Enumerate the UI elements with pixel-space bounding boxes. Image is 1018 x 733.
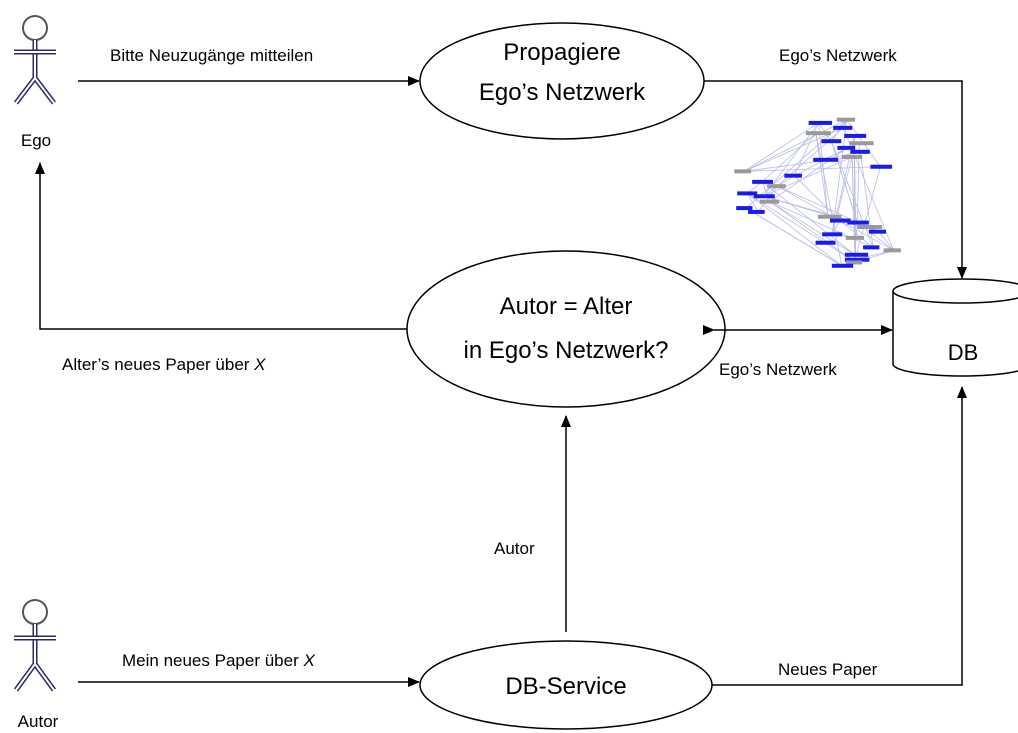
network-graph-edge <box>794 175 841 221</box>
network-graph-node <box>752 179 774 184</box>
ego-actor-icon <box>14 15 56 105</box>
propagate-label-line2: Ego’s Netzwerk <box>478 79 646 106</box>
flow-label-ego-to-propagate: Bitte Neuzugänge mitteilen <box>110 46 314 65</box>
network-graph-node <box>844 252 869 257</box>
propagate-label-line1: Propagiere <box>503 39 621 66</box>
network-graph-edge <box>761 132 817 183</box>
network-graph-image <box>734 117 901 268</box>
flow-label-service-to-db: Neues Paper <box>778 660 878 679</box>
network-graph-edge <box>763 156 853 197</box>
network-graph-node <box>845 260 863 265</box>
network-graph-edge <box>744 122 819 172</box>
network-graph-edge <box>769 201 857 263</box>
flow-label-db-check: Ego’s Netzwerk <box>719 360 837 379</box>
network-graph-node <box>857 224 883 229</box>
network-graph-edge <box>839 220 874 248</box>
flow-label-propagate-to-db: Ego’s Netzwerk <box>779 46 897 65</box>
network-graph-node <box>833 125 853 130</box>
db-label: DB <box>947 340 979 365</box>
flow-label-check-to-ego-var: X <box>254 355 266 374</box>
network-graph-node <box>836 117 856 122</box>
network-graph-edge <box>761 181 856 256</box>
flow-label-autor-to-service: Mein neues Paper über X <box>122 651 315 671</box>
network-graph-node <box>759 199 780 204</box>
network-graph-node <box>844 257 870 262</box>
flow-label-autor-to-service-text: Mein neues Paper über <box>122 651 304 670</box>
flow-label-check-to-ego: Alter’s neues Paper über X <box>62 355 266 375</box>
network-graph-edge <box>746 207 843 267</box>
network-graph-edge <box>815 133 829 217</box>
network-graph-edge <box>744 166 881 172</box>
network-graph-node <box>863 245 880 250</box>
network-graph-node <box>837 145 856 150</box>
flow-label-service-to-check: Autor <box>494 539 535 558</box>
network-graph-node <box>748 209 765 214</box>
network-graph-edge <box>757 185 778 213</box>
flow-propagate-to-db <box>704 80 967 279</box>
network-graph-edge <box>818 122 829 217</box>
network-graph-edge <box>746 193 843 267</box>
network-graph-node <box>822 232 843 237</box>
autor-label: Autor <box>17 712 59 731</box>
network-graph-edge <box>830 141 858 223</box>
check-label-line1: Autor = Alter <box>499 293 633 320</box>
network-graph-node <box>817 214 842 219</box>
network-graph-node <box>870 164 893 169</box>
flow-label-autor-to-service-var: X <box>303 651 315 670</box>
network-graph-node <box>868 229 886 234</box>
network-graph-edge <box>761 181 771 202</box>
network-graph-node <box>815 240 836 245</box>
network-graph-node <box>805 131 831 136</box>
network-graph-node <box>737 191 758 196</box>
network-graph-node <box>784 173 802 178</box>
network-graph-edge <box>854 166 881 260</box>
check-process <box>406 250 726 408</box>
network-graph-node <box>842 154 863 159</box>
network-graph-node <box>808 120 833 125</box>
network-graph-node <box>813 157 839 162</box>
ego-label: Ego <box>20 131 52 150</box>
flow-check-to-ego <box>35 162 407 330</box>
network-graph-node <box>844 133 867 138</box>
network-graph-edge <box>744 119 847 172</box>
db-service-label: DB-Service <box>505 673 627 700</box>
network-graph-edge <box>831 119 848 142</box>
db-cylinder <box>892 278 1018 377</box>
network-graph-node <box>767 184 786 189</box>
network-graph-node <box>883 248 901 253</box>
network-graph-node <box>736 206 753 211</box>
autor-actor-icon <box>13 599 57 692</box>
network-graph-node <box>847 220 869 225</box>
flow-service-to-db <box>712 386 967 686</box>
network-graph-node <box>753 194 775 199</box>
network-graph-node <box>845 235 865 240</box>
check-label-line2: in Ego’s Netzwerk? <box>463 337 669 364</box>
network-graph-node <box>734 169 752 174</box>
network-graph-node <box>829 218 851 223</box>
network-graph-edge <box>747 193 857 263</box>
network-graph-node <box>821 139 842 144</box>
network-graph-edge <box>746 193 759 213</box>
network-graph-node <box>849 141 874 146</box>
network-graph-node <box>831 263 854 268</box>
network-graph-edge <box>831 220 841 235</box>
network-graph-node <box>850 149 870 154</box>
network-graph-edge <box>769 147 848 202</box>
flow-label-check-to-ego-text: Alter’s neues Paper über <box>62 355 255 374</box>
network-graph-edge <box>769 201 856 256</box>
network-graph-edge <box>878 231 894 251</box>
